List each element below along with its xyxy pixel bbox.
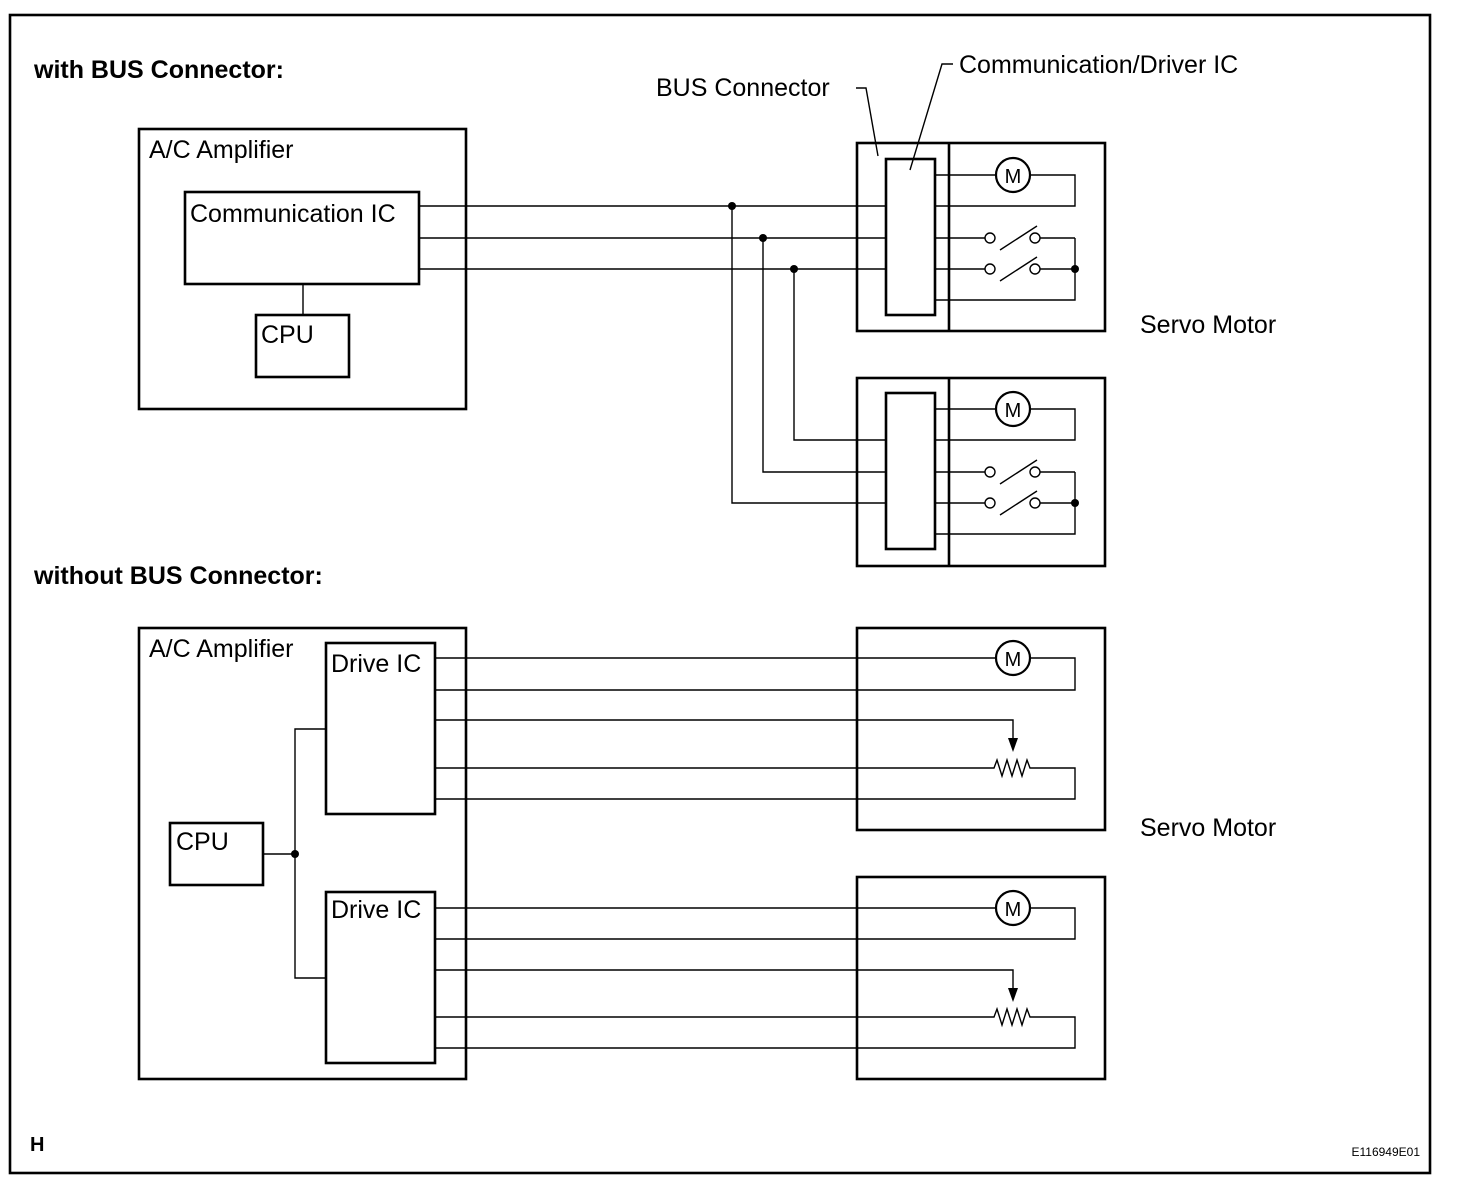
junction-dot xyxy=(1071,499,1079,507)
communication-ic-label: Communication IC xyxy=(190,200,396,228)
switch-contact xyxy=(984,497,996,509)
drive-ic-2-label: Drive IC xyxy=(331,896,421,924)
figure-id: E116949E01 xyxy=(1351,1145,1420,1159)
switch-blade xyxy=(999,490,1038,516)
switch-contact xyxy=(984,263,996,275)
junction-dot xyxy=(790,265,798,273)
switch-contact xyxy=(1029,466,1041,478)
switch-contact xyxy=(984,232,996,244)
servo-housing xyxy=(855,875,1107,1081)
motor-icon xyxy=(994,889,1032,927)
switch-contact xyxy=(984,466,996,478)
switch-contact xyxy=(1029,232,1041,244)
corner-letter: H xyxy=(30,1134,44,1156)
ac-amplifier-bottom-box xyxy=(137,626,468,1081)
motor-label: M xyxy=(1005,400,1022,422)
cpu-bottom-label: CPU xyxy=(176,828,229,856)
drive-ic-1-label: Drive IC xyxy=(331,650,421,678)
servo-housing xyxy=(855,376,1107,568)
comm-driver-ic-leader xyxy=(909,63,953,171)
bus-branch-1 xyxy=(731,206,886,504)
comm-driver-ic-label: Communication/Driver IC xyxy=(959,51,1238,79)
potentiometer-icon xyxy=(435,757,1076,800)
servo-unit-direct-1: M xyxy=(435,626,1107,832)
servo-unit-bus-1: M xyxy=(855,141,1107,333)
junction-dot xyxy=(728,202,736,210)
ac-amplifier-top-label: A/C Amplifier xyxy=(149,136,293,164)
junction-dot xyxy=(291,850,299,858)
switch-blade xyxy=(999,256,1038,282)
comm-driver-ic-box xyxy=(884,391,937,551)
switch-blade xyxy=(999,459,1038,485)
servo-housing xyxy=(855,626,1107,832)
servo-motor-top-label: Servo Motor xyxy=(1140,311,1276,339)
junction-dot xyxy=(759,234,767,242)
switch-contact xyxy=(1029,497,1041,509)
motor-label: M xyxy=(1005,899,1022,921)
switch-contact xyxy=(1029,263,1041,275)
heading-without-bus: without BUS Connector: xyxy=(33,562,323,590)
cpu-top-box xyxy=(254,313,351,379)
motor-icon xyxy=(994,156,1032,194)
wiper-arrow-icon xyxy=(1008,988,1018,1002)
bus-connector-label: BUS Connector xyxy=(656,74,830,102)
ac-amplifier-top-box xyxy=(137,127,468,411)
junction-dot xyxy=(1071,265,1079,273)
ac-amplifier-bottom-label: A/C Amplifier xyxy=(149,635,293,663)
bus-branch-2 xyxy=(762,238,886,473)
cpu-drive-ic-bus xyxy=(294,728,326,979)
bus-connector-leader xyxy=(856,87,879,157)
comm-driver-ic-box xyxy=(884,157,937,317)
motor-label: M xyxy=(1005,649,1022,671)
servo-motor-bottom-label: Servo Motor xyxy=(1140,814,1276,842)
cpu-top-label: CPU xyxy=(261,321,314,349)
heading-with-bus: with BUS Connector: xyxy=(33,56,284,84)
switch-blade xyxy=(999,225,1038,251)
bus-branch-3 xyxy=(793,269,886,441)
motor-icon xyxy=(994,390,1032,428)
potentiometer-icon xyxy=(435,1006,1076,1049)
servo-housing xyxy=(855,141,1107,333)
servo-unit-bus-2: M xyxy=(855,376,1107,568)
wiper-arrow-icon xyxy=(1008,738,1018,752)
diagram-frame xyxy=(8,13,1432,1175)
motor-label: M xyxy=(1005,166,1022,188)
motor-icon xyxy=(994,639,1032,677)
servo-unit-direct-2: M xyxy=(435,875,1107,1081)
